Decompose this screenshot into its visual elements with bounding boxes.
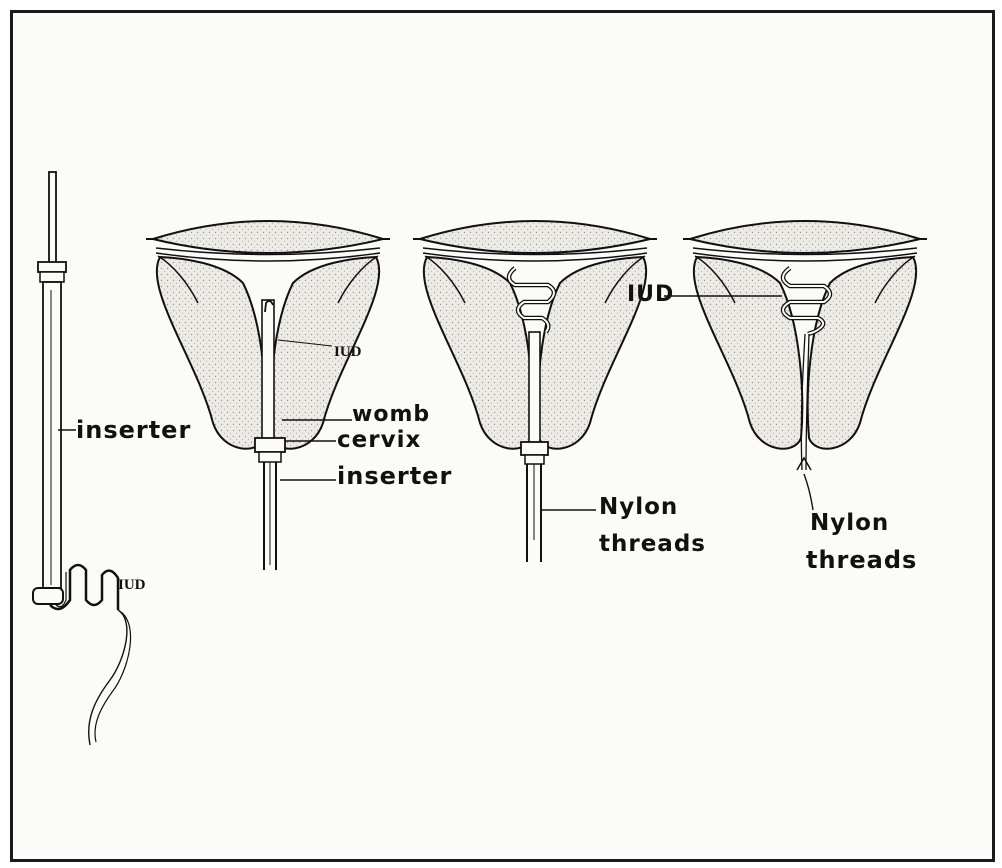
label-iud: IUD	[118, 578, 146, 593]
label-inserter: inserter	[76, 418, 191, 442]
uterus-figure-1	[146, 221, 390, 570]
label-threads-figure-3: threads	[806, 548, 917, 572]
inserter-with-iud	[33, 172, 131, 745]
label-cervix: cervix	[337, 429, 421, 452]
label-threads: threads	[599, 533, 706, 556]
label-nylon: Nylon	[599, 496, 678, 519]
uterus-figure-3	[664, 221, 927, 510]
label-inserter-figure-1: inserter	[337, 464, 452, 488]
label-iud-figure-3: IUD	[627, 284, 674, 306]
label-womb: womb	[352, 404, 430, 426]
label-nylon-figure-3: Nylon	[810, 512, 889, 535]
label-iud-figure-1: IUD	[334, 345, 362, 360]
